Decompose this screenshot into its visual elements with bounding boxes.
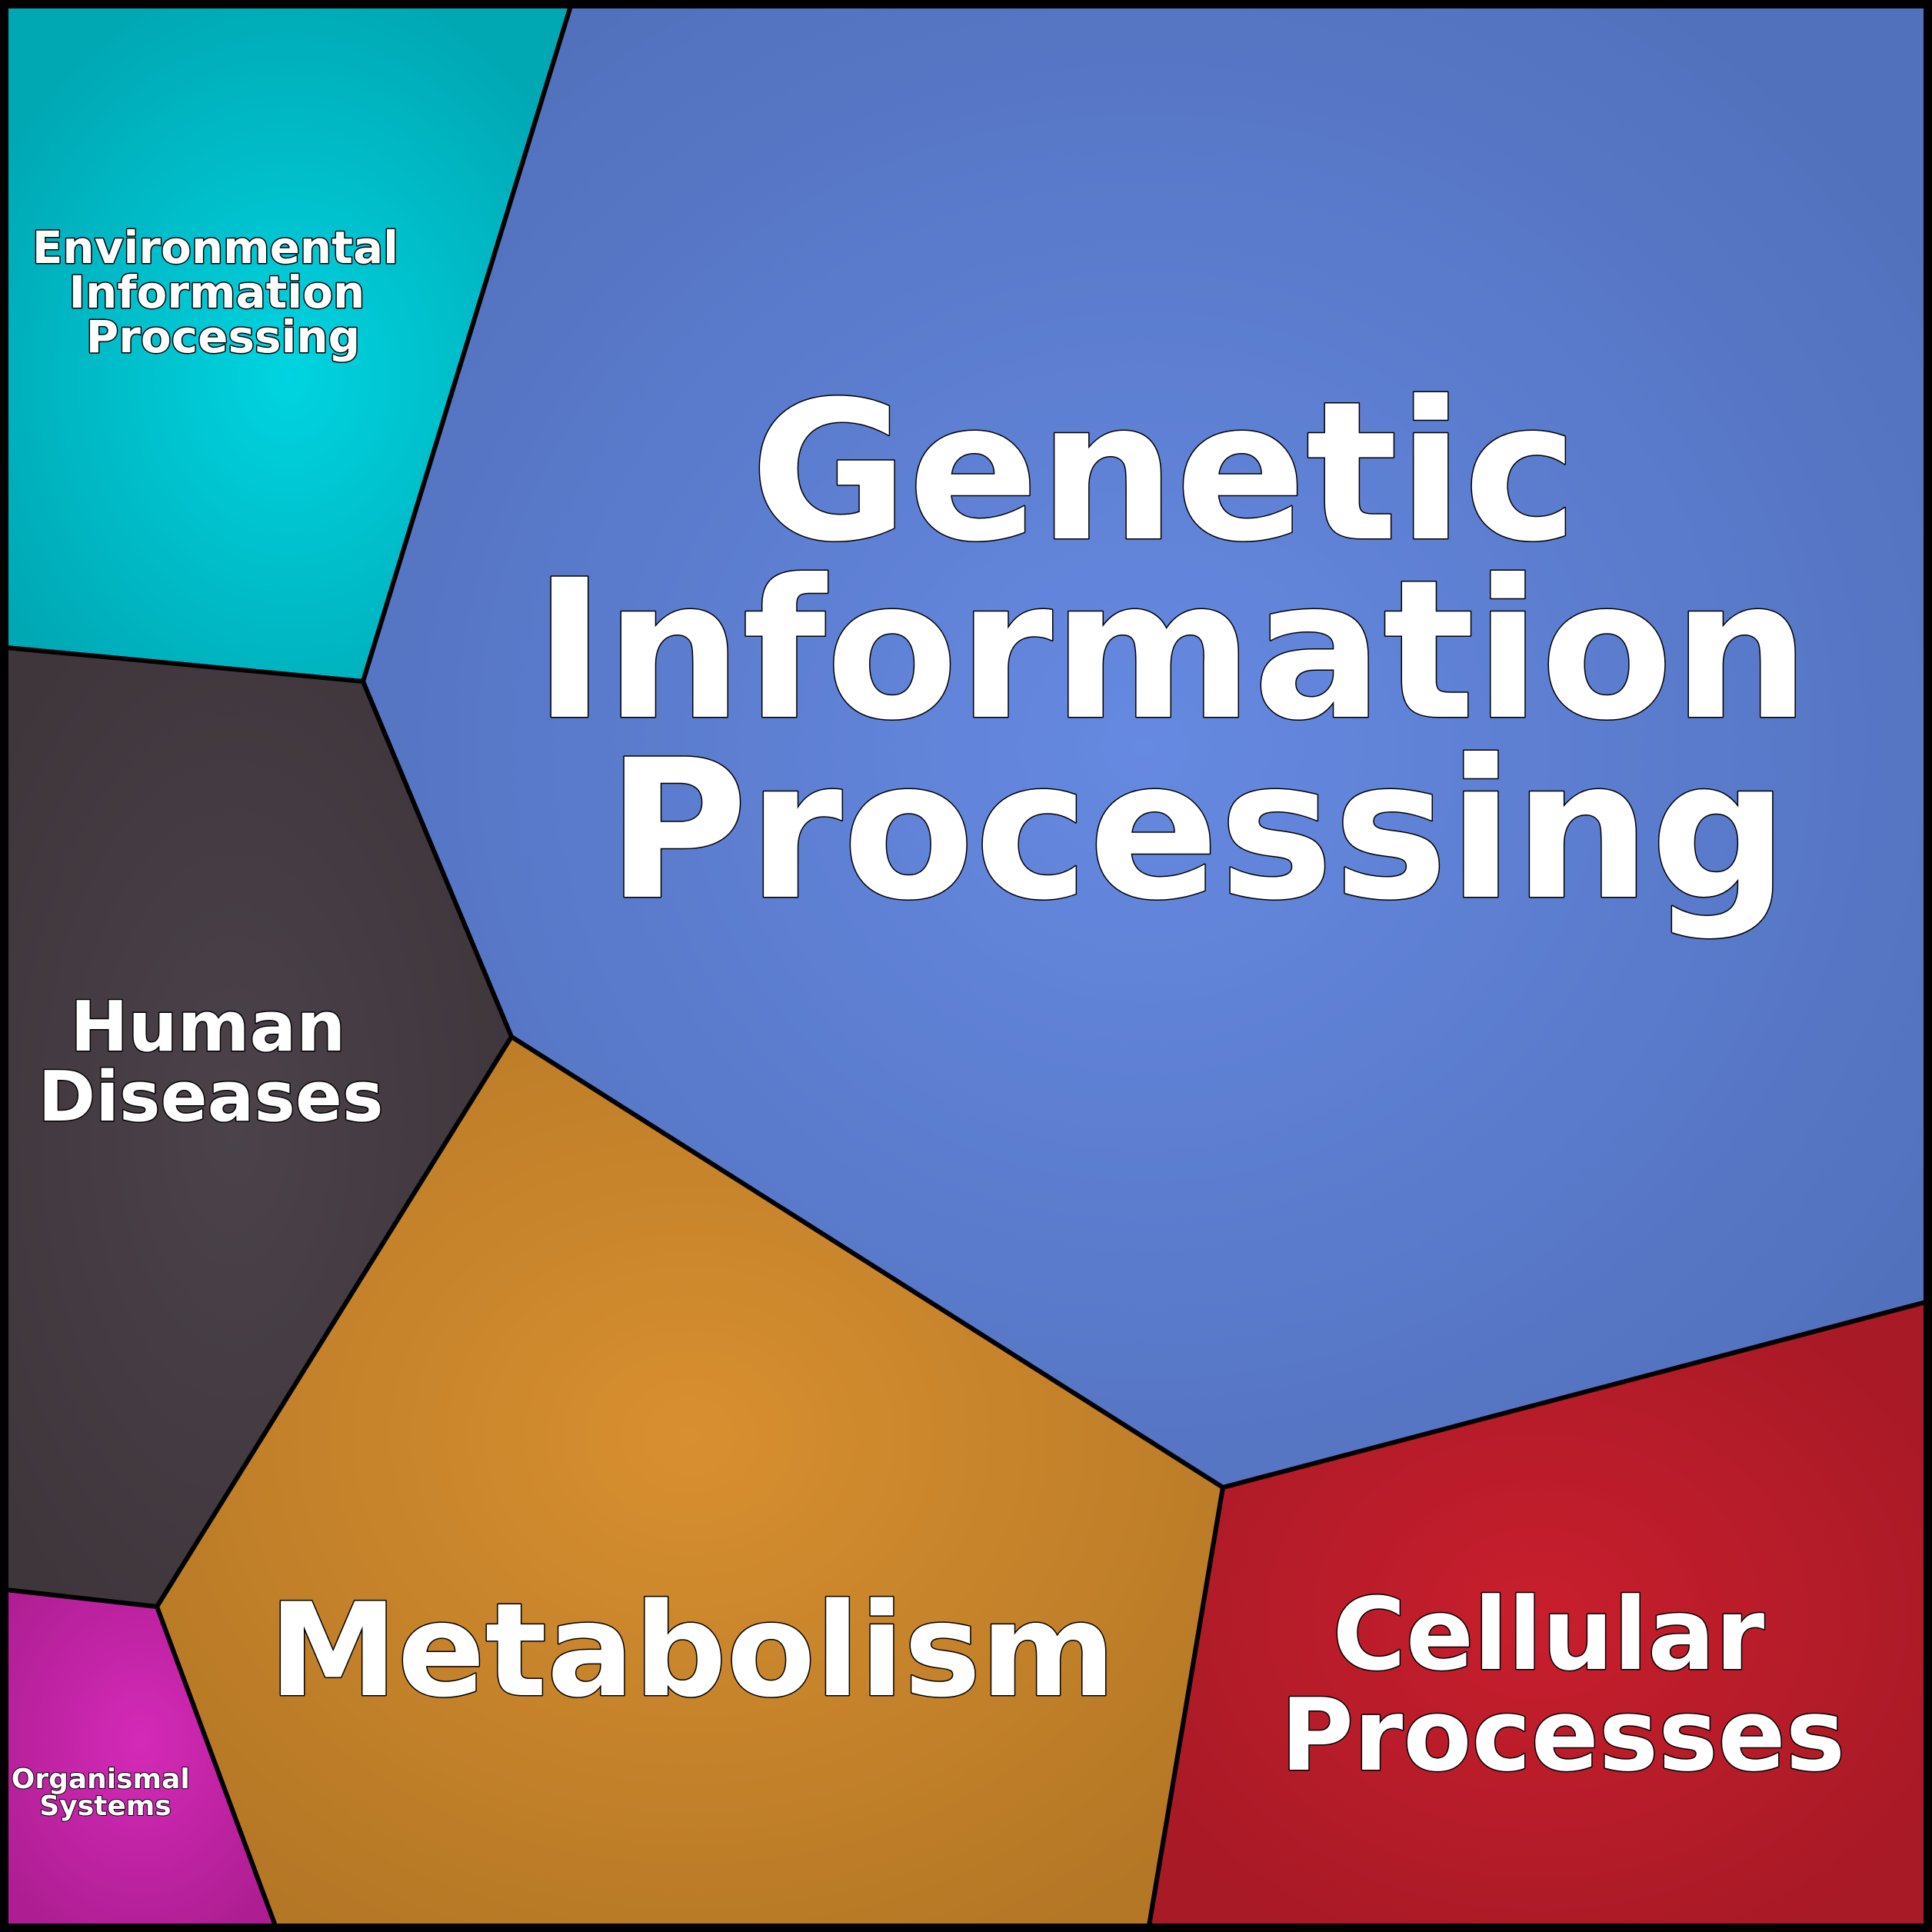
label-human-line-1: Human: [70, 987, 345, 1068]
label-genetic-line-1: Genetic: [751, 360, 1578, 584]
label-cellular-line-1: Cellular: [1333, 1576, 1765, 1693]
label-metabolism-line-1: Metabolism: [269, 1575, 1116, 1726]
label-genetic-information-processing: Genetic Information Processing: [534, 360, 1877, 942]
label-environmental-line-2: Information: [68, 266, 365, 318]
label-organismal-line-1: Organismal: [12, 1764, 190, 1795]
label-environmental-line-1: Environmental: [32, 222, 398, 274]
label-organismal-systems: Organismal Systems: [12, 1764, 200, 1822]
label-cellular-line-2: Processes: [1281, 1677, 1845, 1794]
label-organismal-line-2: Systems: [39, 1790, 171, 1822]
label-environmental-information-processing: Environmental Information Processing: [32, 222, 414, 363]
label-cellular-processes: Cellular Processes: [1281, 1576, 1845, 1794]
label-metabolism: Metabolism: [269, 1575, 1116, 1726]
label-genetic-line-3: Processing: [607, 718, 1788, 942]
label-human-diseases: Human Diseases: [38, 987, 383, 1138]
label-genetic-line-2: Information: [534, 538, 1810, 762]
label-human-line-2: Diseases: [38, 1057, 383, 1138]
label-environmental-line-3: Processing: [86, 311, 360, 363]
